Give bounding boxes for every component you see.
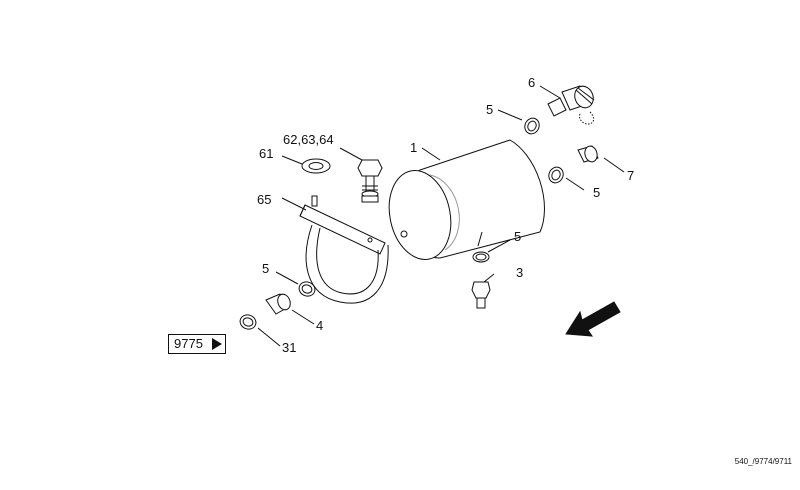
seal-ring-31 — [239, 314, 257, 330]
view-direction-arrow — [565, 301, 621, 337]
callout-3: 3 — [516, 265, 523, 280]
seal-ring-top — [524, 117, 540, 135]
plug-fitting — [577, 145, 599, 163]
reference-link-button[interactable]: 9775 — [168, 334, 226, 354]
reference-label: 9775 — [174, 336, 203, 351]
leader-lines — [257, 85, 625, 347]
callout-62-63-64: 62,63,64 — [283, 132, 334, 147]
callout-1: 1 — [410, 140, 417, 155]
callout-7: 7 — [627, 168, 634, 183]
callout-5-top: 5 — [486, 102, 493, 117]
callout-5-left: 5 — [262, 261, 269, 276]
drawing-id: 540_/9774/9711 — [734, 457, 792, 466]
callout-5-right: 5 — [593, 185, 600, 200]
washer — [301, 158, 331, 174]
air-tank — [388, 139, 545, 260]
seal-ring-bottom — [472, 251, 490, 263]
seal-ring-right — [548, 166, 564, 184]
union-fitting — [265, 293, 291, 315]
bolt-nut-assembly — [357, 159, 383, 203]
drain-fitting — [471, 281, 491, 309]
mounting-bracket — [299, 195, 389, 304]
callout-61: 61 — [259, 146, 273, 161]
seal-ring-left — [298, 281, 316, 297]
callout-65: 65 — [257, 192, 271, 207]
callout-5-bottom: 5 — [514, 229, 521, 244]
callout-31: 31 — [282, 340, 296, 355]
callout-6: 6 — [528, 75, 535, 90]
drain-valve — [547, 85, 595, 125]
callout-4: 4 — [316, 318, 323, 333]
play-arrow-icon — [212, 338, 222, 350]
